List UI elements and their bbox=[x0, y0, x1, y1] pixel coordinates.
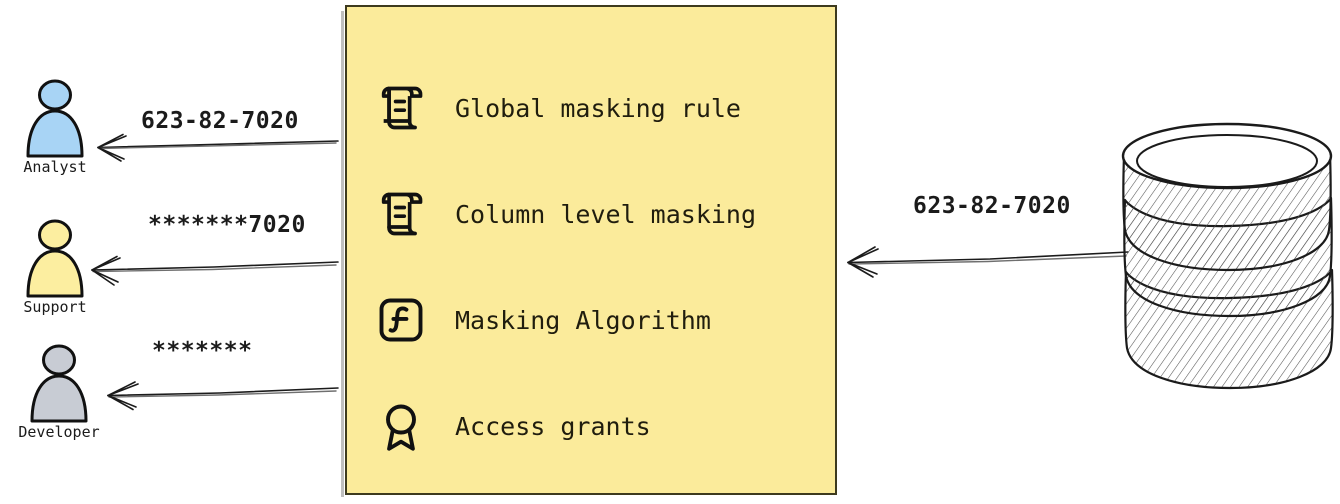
policy-item[interactable]: Access grants bbox=[375, 373, 815, 479]
policy-panel: Global masking rule Column level masking bbox=[341, 5, 837, 497]
actor-support: Support bbox=[0, 218, 110, 316]
policy-item-label: Global masking rule bbox=[455, 93, 741, 123]
actor-developer: Developer bbox=[4, 343, 114, 441]
flow-label-support: *******7020 bbox=[148, 212, 306, 238]
scroll-document-icon bbox=[381, 192, 423, 236]
person-icon bbox=[26, 79, 84, 158]
arrow-left-icon bbox=[847, 246, 1129, 278]
flow-label-developer: ******* bbox=[152, 338, 253, 364]
arrow-left-icon bbox=[91, 255, 339, 286]
policy-item-label: Column level masking bbox=[455, 199, 757, 229]
person-icon bbox=[30, 344, 88, 423]
policy-item-label: Access grants bbox=[455, 411, 651, 441]
actor-label: Analyst bbox=[23, 158, 87, 176]
arrow-left-icon bbox=[107, 381, 339, 411]
flow-label-analyst: 623-82-7020 bbox=[141, 108, 299, 134]
policy-item[interactable]: Global masking rule bbox=[375, 55, 815, 161]
actor-label: Developer bbox=[18, 423, 100, 441]
policy-item[interactable]: Column level masking bbox=[375, 161, 815, 267]
policy-item-label: Masking Algorithm bbox=[455, 305, 711, 335]
function-box-icon bbox=[379, 298, 423, 342]
policy-item[interactable]: Masking Algorithm bbox=[375, 267, 815, 373]
flow-label-source: 623-82-7020 bbox=[913, 193, 1071, 219]
policy-list: Global masking rule Column level masking bbox=[375, 55, 815, 479]
actor-analyst: Analyst bbox=[0, 78, 110, 176]
actor-label: Support bbox=[23, 298, 87, 316]
award-ribbon-icon bbox=[386, 404, 416, 451]
arrow-left-icon bbox=[97, 133, 339, 162]
database-cylinder-icon bbox=[1121, 122, 1334, 390]
scroll-document-icon bbox=[381, 86, 423, 130]
person-icon bbox=[26, 219, 84, 298]
